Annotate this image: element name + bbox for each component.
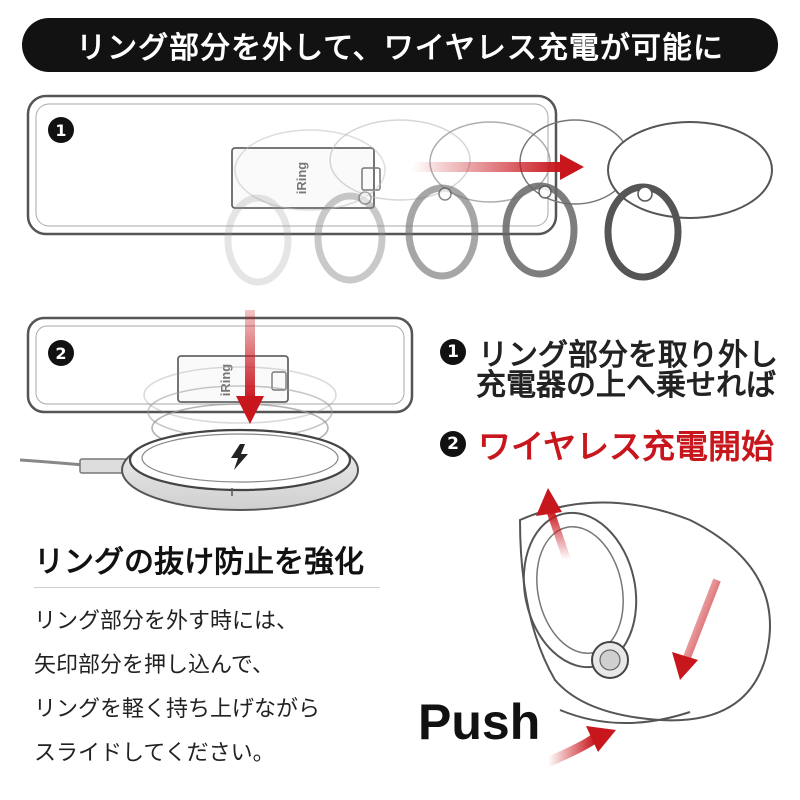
step2-badge: 2 <box>48 340 74 366</box>
mount-plate-step2: iRing <box>177 355 289 403</box>
ring-disc-final <box>607 121 773 219</box>
lift-arrow-icon <box>536 488 571 562</box>
slide-down-arrow-icon <box>672 578 721 680</box>
push-arrow-icon <box>546 726 616 767</box>
ring-hinges <box>358 185 653 205</box>
banner-title: リング部分を外して、ワイヤレス充電が可能に <box>76 31 724 66</box>
step1-text: 1 リング部分を取り外し <box>440 330 778 374</box>
step1-badge: 1 <box>48 117 74 143</box>
top-banner: リング部分を外して、ワイヤレス充電が可能に <box>22 18 778 72</box>
step2-text: 2 ワイヤレス充電開始 <box>440 420 774 468</box>
step2-badge-number: 2 <box>55 344 66 363</box>
slide-arrow-icon <box>412 154 584 180</box>
desc-line-4: スライドしてください。 <box>34 741 275 766</box>
section-heading: リングの抜け防止を強化 <box>34 545 364 580</box>
step1-number: 1 <box>440 339 466 365</box>
step1-line2: 充電器の上へ乗せれば <box>476 368 776 403</box>
step2-line1: ワイヤレス充電開始 <box>478 427 775 466</box>
desc-line-2: 矢印部分を押し込んで、 <box>34 653 275 678</box>
desc-line-1: リング部分を外す時には、 <box>34 609 299 634</box>
step2-number: 2 <box>440 431 466 457</box>
wireless-charger <box>19 428 359 511</box>
desc-line-3: リングを軽く持ち上げながら <box>34 697 321 722</box>
section-divider <box>34 587 380 588</box>
ring-detail <box>518 501 771 724</box>
brand-label-step2: iRing <box>218 364 233 397</box>
step1-badge-number: 1 <box>55 121 66 140</box>
down-arrow-icon <box>236 310 264 424</box>
push-label: Push <box>418 694 541 750</box>
mount-plate-step1: iRing <box>231 147 381 209</box>
step1-line1: リング部分を取り外し <box>478 338 778 373</box>
brand-label-step1: iRing <box>294 162 309 195</box>
lightning-bolt-icon <box>231 444 248 470</box>
